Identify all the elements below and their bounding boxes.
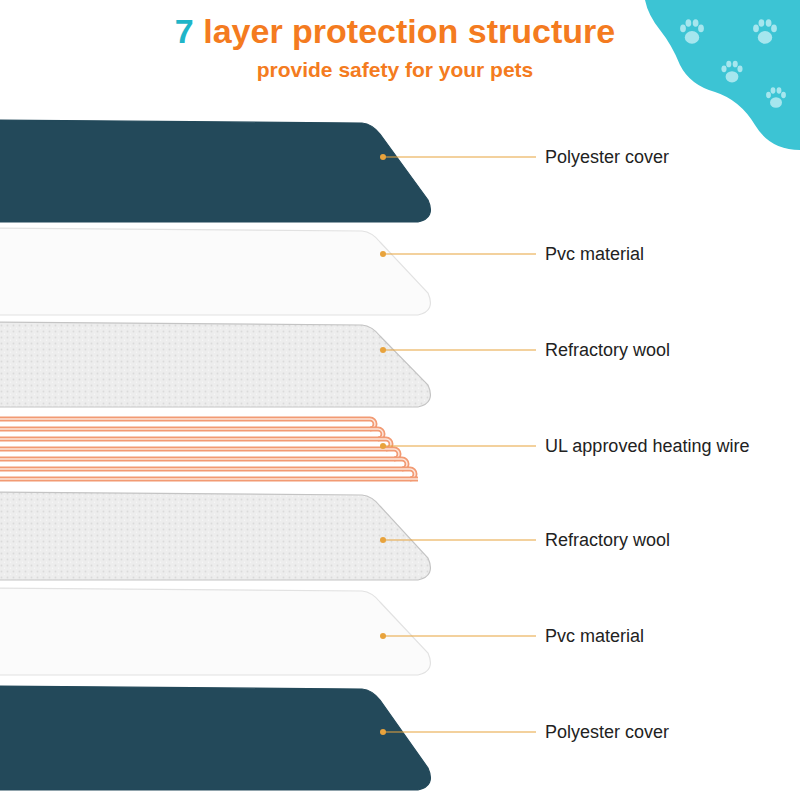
leader-dot <box>380 633 386 639</box>
part-label: Pvc material <box>545 625 795 647</box>
corner-blob <box>645 0 800 150</box>
leader-dot <box>380 347 386 353</box>
paw-print <box>766 87 786 107</box>
leader-line <box>383 445 536 446</box>
part-label: UL approved heating wire <box>545 435 795 457</box>
leader-dot <box>380 251 386 257</box>
heating-wire <box>0 419 418 479</box>
cover-layer <box>0 120 430 222</box>
leader-dot <box>380 443 386 449</box>
wire-core <box>0 478 418 480</box>
wool-layer <box>0 322 430 407</box>
pvc-layer <box>0 588 430 675</box>
paw-prints <box>680 19 786 108</box>
wool-layer <box>0 492 430 580</box>
leader-line <box>383 731 536 732</box>
paw-print <box>721 61 742 83</box>
leader-line <box>383 349 536 350</box>
part-label: Polyester cover <box>545 721 795 743</box>
leader-line <box>383 539 536 540</box>
paw-print <box>680 19 704 43</box>
leader-line <box>383 635 536 636</box>
wire-run <box>0 477 418 482</box>
leader-dot <box>380 154 386 160</box>
cover-layer <box>0 686 430 790</box>
leader-dot <box>380 729 386 735</box>
part-label: Refractory wool <box>545 339 795 361</box>
leader-line <box>383 156 536 157</box>
part-label: Refractory wool <box>545 529 795 551</box>
leader-line <box>383 253 536 254</box>
part-label: Pvc material <box>545 243 795 265</box>
paw-print <box>753 19 777 43</box>
title: 7 layer protection structure <box>0 12 790 51</box>
part-label: Polyester cover <box>545 146 795 168</box>
pvc-layer <box>0 228 430 315</box>
leader-dot <box>380 537 386 543</box>
subtitle: provide safety for your pets <box>0 58 790 82</box>
